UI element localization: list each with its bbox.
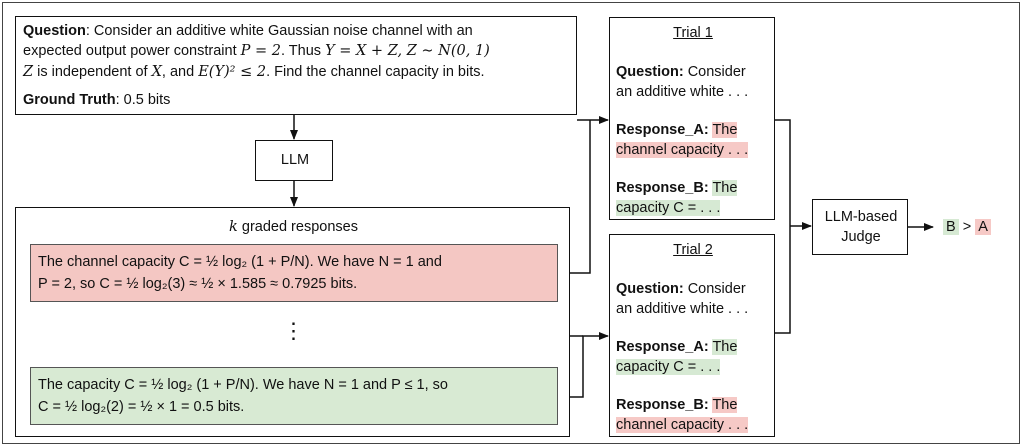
trial2-question-cont: an additive white . . . [616, 301, 749, 317]
ground-truth-label: Ground Truth [23, 92, 116, 108]
ground-truth-line: Ground Truth: 0.5 bits [23, 91, 170, 110]
llm-box: LLM [255, 140, 333, 181]
judge-label-1: LLM-based [824, 209, 898, 225]
response-green-box: The capacity C = ½ log₂ (1 + P/N). We ha… [30, 367, 558, 425]
trial2-ra-text1: The [712, 339, 738, 355]
responses-box: k graded responses The channel capacity … [15, 207, 570, 437]
question-line-2: expected output power constraint P = 2. … [23, 42, 490, 61]
trial1-rb-label: Response_B: [616, 180, 709, 196]
llm-label: LLM [280, 152, 310, 168]
trial2-q-label: Question: [616, 281, 684, 297]
question-math-z: Z [23, 64, 34, 80]
trial1-rb-text1: The [712, 180, 738, 196]
trial2-response-b-cont: channel capacity . . . [616, 416, 749, 435]
judge-box: LLM-based Judge [812, 199, 908, 255]
trial2-question: Question: Consider [616, 280, 746, 299]
verdict-b: B [943, 219, 959, 235]
ground-truth-value: : 0.5 bits [115, 92, 171, 108]
response-red-box: The channel capacity C = ½ log₂ (1 + P/N… [30, 244, 558, 302]
question-text-1: : Consider an additive white Gaussian no… [85, 23, 473, 39]
question-text-find: . Find the channel capacity in bits. [266, 64, 485, 80]
trial2-response-a: Response_A: The [616, 338, 738, 357]
trial1-ra-text2: channel capacity . . . [616, 142, 749, 158]
question-math-power: P = 2 [240, 43, 281, 59]
trial1-response-b-cont: capacity C = . . . [616, 199, 721, 218]
responses-title-k: k [229, 219, 238, 235]
question-math-channel: Y = X + Z, Z ∼ N(0, 1) [325, 43, 490, 59]
trial1-response-b: Response_B: The [616, 179, 738, 198]
question-math-constraint: E(Y)² ≤ 2 [198, 64, 267, 80]
trial2-rb-label: Response_B: [616, 397, 709, 413]
trial2-ra-label: Response_A: [616, 339, 709, 355]
trial1-ra-label: Response_A: [616, 122, 709, 138]
trial1-ra-text1: The [712, 122, 738, 138]
trial1-q-label: Question: [616, 64, 684, 80]
verdict-greater-than: > [962, 219, 972, 235]
trial2-box: Trial 2 Question: Consider an additive w… [609, 234, 775, 437]
trial2-rb-text2: channel capacity . . . [616, 417, 749, 433]
judge-label-2: Judge [841, 229, 881, 245]
question-label: Question [23, 23, 86, 39]
verdict-a: A [975, 219, 991, 235]
question-text-indep: is independent of [37, 64, 148, 80]
trial1-question-cont: an additive white . . . [616, 84, 749, 100]
trial1-question: Question: Consider [616, 63, 746, 82]
response-red-line-2: P = 2, so C = ½ log₂(3) ≈ ½ × 1.585 ≈ 0.… [38, 276, 358, 292]
trial1-rb-text2: capacity C = . . . [616, 200, 721, 216]
verdict: B > A [943, 218, 991, 237]
question-box: Question: Consider an additive white Gau… [15, 16, 577, 115]
question-line-3: Z is independent of X, and E(Y)² ≤ 2. Fi… [23, 63, 485, 82]
trial1-title: Trial 1 [673, 25, 713, 41]
trial2-title: Trial 2 [673, 242, 713, 258]
question-math-x: X [151, 64, 162, 80]
response-green-line-1: The capacity C = ½ log₂ (1 + P/N). We ha… [38, 377, 448, 393]
question-text-and: , and [161, 64, 195, 80]
question-line-1: Question: Consider an additive white Gau… [23, 22, 473, 41]
trial1-box: Trial 1 Question: Consider an additive w… [609, 17, 775, 220]
trial2-response-a-cont: capacity C = . . . [616, 358, 721, 377]
question-text-thus: . Thus [281, 43, 322, 59]
response-green-line-2: C = ½ log₂(2) = ½ × 1 = 0.5 bits. [38, 399, 245, 415]
question-text-2: expected output power constraint [23, 43, 237, 59]
trial2-response-b: Response_B: The [616, 396, 738, 415]
ellipsis: ⋮ [282, 318, 305, 343]
trial2-rb-text1: The [712, 397, 738, 413]
line-trial1-to-judge [775, 119, 791, 226]
line-trial2-to-judge [775, 226, 791, 334]
responses-title: k graded responses [16, 218, 571, 237]
trial2-q-text1: Consider [683, 281, 746, 297]
trial1-q-text1: Consider [683, 64, 746, 80]
response-red-line-1: The channel capacity C = ½ log₂ (1 + P/N… [38, 254, 442, 270]
responses-title-text: graded responses [241, 219, 358, 235]
arrow-green-to-trial2 [558, 332, 609, 398]
trial1-response-a: Response_A: The [616, 121, 738, 140]
trial2-ra-text2: capacity C = . . . [616, 359, 721, 375]
trial1-response-a-cont: channel capacity . . . [616, 141, 749, 160]
